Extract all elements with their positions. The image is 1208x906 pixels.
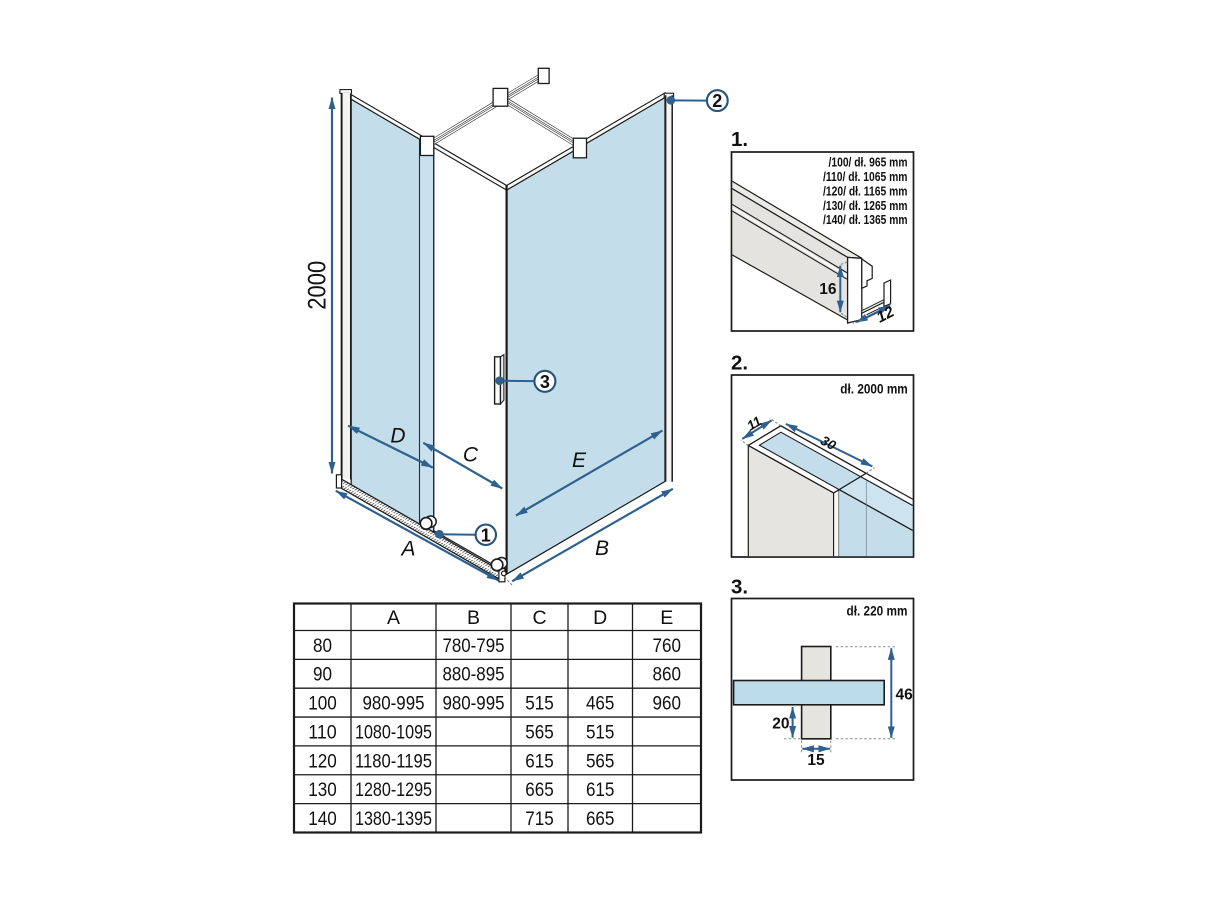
svg-text:860: 860 [653, 664, 682, 686]
svg-text:1.: 1. [731, 128, 748, 151]
svg-text:665: 665 [525, 779, 554, 801]
svg-text:1080-1095: 1080-1095 [355, 721, 432, 743]
svg-text:715: 715 [525, 808, 554, 830]
svg-text:980-995: 980-995 [363, 693, 425, 715]
svg-text:120: 120 [308, 750, 337, 772]
svg-text:/100/ dł. 965 mm: /100/ dł. 965 mm [829, 155, 908, 170]
svg-text:E: E [660, 607, 673, 629]
svg-text:/110/ dł. 1065 mm: /110/ dł. 1065 mm [823, 169, 908, 184]
svg-text:C: C [532, 607, 546, 629]
svg-text:1: 1 [481, 525, 491, 545]
svg-text:2000: 2000 [304, 261, 332, 310]
svg-text:565: 565 [586, 750, 615, 772]
svg-text:B: B [467, 607, 480, 629]
svg-text:980-995: 980-995 [443, 693, 505, 715]
svg-text:30: 30 [818, 433, 839, 454]
svg-text:140: 140 [308, 808, 337, 830]
svg-text:15: 15 [807, 752, 825, 769]
svg-text:960: 960 [653, 693, 682, 715]
svg-text:/130/ dł. 1265 mm: /130/ dł. 1265 mm [823, 198, 908, 213]
svg-text:665: 665 [586, 808, 615, 830]
svg-text:dł. 2000 mm: dł. 2000 mm [840, 382, 908, 397]
svg-text:80: 80 [313, 635, 332, 657]
svg-text:2.: 2. [731, 352, 748, 375]
svg-text:130: 130 [308, 779, 337, 801]
svg-text:565: 565 [525, 721, 554, 743]
svg-text:11: 11 [744, 413, 764, 433]
svg-text:C: C [463, 444, 479, 467]
svg-text:515: 515 [586, 721, 615, 743]
svg-text:780-795: 780-795 [443, 635, 505, 657]
svg-text:12: 12 [874, 303, 897, 326]
svg-text:/120/ dł. 1165 mm: /120/ dł. 1165 mm [823, 183, 908, 198]
svg-text:515: 515 [525, 693, 554, 715]
svg-text:A: A [399, 538, 415, 561]
svg-text:3: 3 [540, 372, 550, 392]
svg-text:760: 760 [653, 635, 682, 657]
svg-text:dł. 220 mm: dł. 220 mm [847, 604, 908, 619]
svg-text:D: D [390, 425, 405, 448]
svg-text:2: 2 [712, 91, 722, 111]
svg-text:3.: 3. [731, 576, 748, 599]
svg-text:B: B [595, 537, 609, 560]
svg-text:90: 90 [313, 664, 332, 686]
svg-text:615: 615 [525, 750, 554, 772]
svg-text:D: D [593, 607, 607, 629]
svg-text:20: 20 [772, 716, 789, 733]
svg-text:16: 16 [819, 281, 837, 298]
svg-text:1380-1395: 1380-1395 [355, 808, 432, 830]
svg-text:46: 46 [896, 687, 914, 704]
svg-text:1280-1295: 1280-1295 [355, 779, 432, 801]
svg-text:100: 100 [308, 693, 337, 715]
svg-text:E: E [572, 449, 587, 472]
svg-text:1180-1195: 1180-1195 [355, 750, 432, 772]
svg-text:615: 615 [586, 779, 615, 801]
svg-text:880-895: 880-895 [443, 664, 505, 686]
svg-text:/140/ dł. 1365 mm: /140/ dł. 1365 mm [823, 212, 908, 227]
svg-text:465: 465 [586, 693, 615, 715]
svg-text:110: 110 [308, 721, 337, 743]
svg-text:A: A [387, 607, 400, 629]
